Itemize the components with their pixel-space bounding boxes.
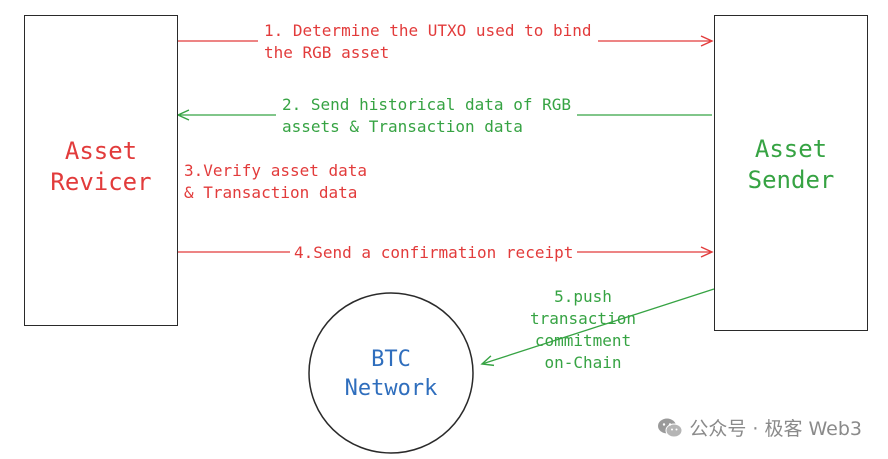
step5-label: 5.push transaction commitment on-Chain	[530, 287, 636, 372]
wechat-icon	[657, 417, 683, 439]
asset-receiver-label: Asset Revicer	[50, 137, 152, 196]
btc-network-label: BTC Network	[344, 347, 438, 401]
arrow-step5	[480, 288, 715, 367]
asset-sender-node	[714, 15, 868, 331]
asset-receiver-node	[24, 15, 178, 326]
watermark: 公众号 · 极客 Web3	[657, 414, 862, 441]
asset-sender-label: Asset Sender	[747, 135, 835, 194]
step1-label: 1. Determine the UTXO used to bind the R…	[258, 20, 598, 64]
step2-label: 2. Send historical data of RGB assets & …	[276, 94, 577, 138]
btc-network-node	[308, 292, 474, 454]
watermark-text: 公众号 · 极客 Web3	[689, 418, 862, 440]
step4-label: 4.Send a confirmation receipt	[290, 242, 578, 264]
step3-label: 3.Verify asset data & Transaction data	[184, 160, 368, 204]
